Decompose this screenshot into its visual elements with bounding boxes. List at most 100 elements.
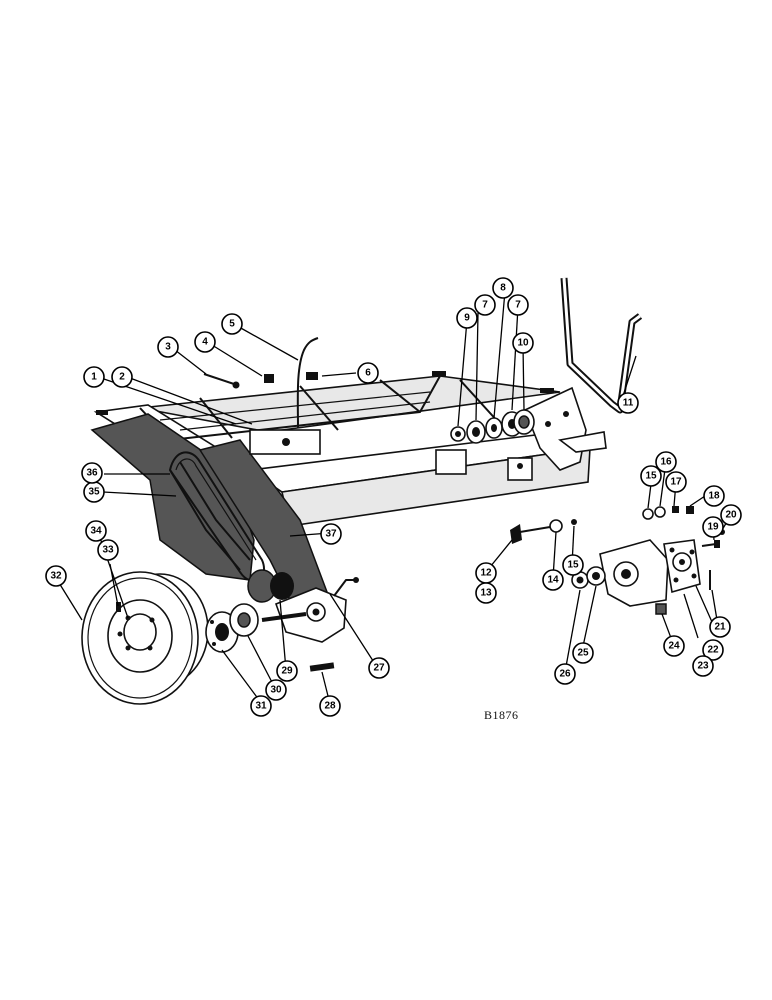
bearing-25: [586, 566, 606, 586]
callout-21-label: 21: [714, 622, 726, 633]
key-28: [309, 662, 335, 672]
callout-20-label: 20: [725, 510, 737, 521]
callout-7b-label: 7: [515, 300, 521, 311]
callout-22-visible: 22: [702, 639, 724, 661]
gearbox: [599, 539, 701, 607]
callout-7a-label: 7: [482, 300, 488, 311]
callout-13: 13: [475, 582, 497, 604]
hood-rod: [249, 337, 321, 455]
callout-35-label: 35: [88, 487, 100, 498]
callout-25: 25: [572, 642, 594, 664]
callout-30-label: 30: [270, 685, 282, 696]
callout-26-label: 26: [559, 669, 571, 680]
callout-6: 6: [357, 362, 379, 384]
callout-14-label: 14: [547, 575, 559, 586]
callout-4-label: 4: [202, 337, 208, 348]
callout-33: 33: [97, 539, 119, 561]
callout-7b: 7: [507, 294, 529, 316]
callout-36: 36: [81, 462, 103, 484]
callout-29: 29: [276, 660, 298, 682]
callout-5: 5: [221, 313, 243, 335]
callout-32-label: 32: [50, 571, 62, 582]
washer-15a: [571, 519, 577, 525]
bolt-3: [203, 373, 240, 389]
callout-5-label: 5: [229, 319, 235, 330]
valve-stem-33: [116, 602, 121, 612]
bolt-19: [701, 540, 720, 548]
callout-27: 27: [368, 657, 390, 679]
callout-37: 37: [320, 523, 342, 545]
callout-15b-label: 15: [645, 471, 657, 482]
callout-9: 9: [456, 307, 478, 329]
callout-3: 3: [157, 336, 179, 358]
callout-17: 17: [665, 471, 687, 493]
callout-33-label: 33: [102, 545, 114, 556]
callout-19: 19: [702, 516, 724, 538]
washer-16: [654, 506, 666, 518]
callout-18: 18: [703, 485, 725, 507]
bearing-7a: [466, 420, 486, 444]
callout-2: 2: [111, 366, 133, 388]
callout-31: 31: [250, 695, 272, 717]
washer-14: [549, 519, 563, 533]
callout-22-label: 22: [707, 645, 719, 656]
clip-6: [306, 372, 318, 380]
callout-28: 28: [319, 695, 341, 717]
callout-31-label: 31: [255, 701, 267, 712]
callout-1-label: 1: [91, 372, 97, 383]
callout-14: 14: [542, 569, 564, 591]
callout-24: 24: [663, 635, 685, 657]
nut-4: [264, 374, 274, 383]
bolt-12: [510, 524, 557, 544]
callout-16: 16: [655, 451, 677, 473]
callout-24-label: 24: [668, 641, 680, 652]
callout-19-label: 19: [707, 522, 719, 533]
callout-20: 20: [720, 504, 742, 526]
callout-16-label: 16: [660, 457, 672, 468]
callout-34-label: 34: [90, 526, 102, 537]
callout-15a: 15: [562, 554, 584, 576]
callout-11-label: 11: [623, 398, 634, 409]
callout-34: 34: [85, 520, 107, 542]
callout-1: 1: [83, 366, 105, 388]
callout-27-label: 27: [373, 663, 385, 674]
callout-13-label: 13: [480, 588, 492, 599]
callout-11: 11: [617, 392, 639, 414]
callout-6-label: 6: [365, 368, 371, 379]
spindle-bracket-27: [261, 577, 359, 643]
figure-code: B1876: [484, 708, 519, 722]
washer-15b: [642, 508, 654, 520]
nut-18: [686, 506, 694, 514]
callout-10-label: 10: [517, 338, 529, 349]
callout-25-label: 25: [577, 648, 589, 659]
callout-3-label: 3: [165, 342, 171, 353]
callout-8: 8: [492, 277, 514, 299]
bearing-29: [247, 569, 294, 603]
callout-18-label: 18: [708, 491, 720, 502]
callout-23-visible: 23: [692, 655, 714, 677]
drive-chain: [169, 451, 265, 582]
callout-35: 35: [83, 481, 105, 503]
callout-12: 12: [475, 562, 497, 584]
callout-7a: 7: [474, 294, 496, 316]
callout-4: 4: [194, 331, 216, 353]
callout-15b: 15: [640, 465, 662, 487]
callout-9-label: 9: [464, 313, 470, 324]
bearing-8: [485, 417, 503, 439]
callout-10: 10: [512, 332, 534, 354]
callout-21: 21: [709, 616, 731, 638]
callout-29-label: 29: [281, 666, 293, 677]
bearing-9: [450, 426, 466, 442]
leader-lines: [55, 290, 732, 705]
callout-28-label: 28: [324, 701, 336, 712]
nut-17: [672, 506, 679, 513]
seal-30: [229, 603, 259, 637]
callout-17-label: 17: [670, 477, 682, 488]
bearing-10: [513, 409, 535, 435]
callout-26: 26: [554, 663, 576, 685]
callout-32: 32: [45, 565, 67, 587]
callout-15a-label: 15: [567, 560, 579, 571]
callout-37-label: 37: [325, 529, 337, 540]
callout-23-label: 23: [697, 661, 709, 672]
